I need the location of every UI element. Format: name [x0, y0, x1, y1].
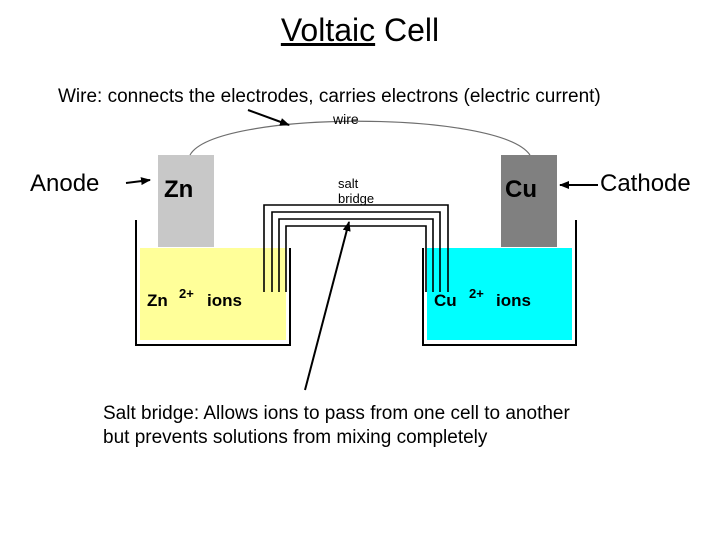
salt-bridge-label-line1: salt: [338, 176, 359, 191]
salt-bridge-core: [285, 225, 427, 292]
title-voltaic: Voltaic: [280, 12, 376, 48]
zn-ion-word: ions: [207, 291, 242, 310]
cu-electrode: [501, 155, 557, 247]
page-title: Voltaic Cell: [0, 12, 720, 49]
zn-electrode-label: Zn: [164, 176, 193, 203]
wire: [189, 120, 531, 156]
zn-electrode: [158, 155, 214, 247]
anode-arrow: [125, 177, 151, 186]
salt-bridge-description-line1: Salt bridge: Allows ions to pass from on…: [103, 403, 570, 424]
zn-beaker: [135, 220, 291, 346]
cu-ion-word: ions: [496, 291, 531, 310]
anode-label: Anode: [30, 170, 100, 197]
wire-arrow: [247, 109, 290, 126]
cu-electrode-label: Cu: [505, 176, 537, 203]
cu-ion-symbol: Cu: [434, 291, 457, 310]
wire-label: wire: [332, 111, 359, 127]
salt-bridge-arrow: [304, 221, 351, 391]
salt-bridge-label-line2: bridge: [338, 191, 374, 206]
cu-ion-charge: 2+: [469, 286, 484, 301]
cu-solution: [427, 248, 572, 340]
salt-bridge-inner: [278, 218, 434, 292]
cu-beaker: [422, 220, 577, 346]
zn-ion-charge: 2+: [179, 286, 194, 301]
salt-bridge-middle: [271, 211, 441, 292]
salt-bridge-description: Salt bridge: Allows ions to pass from on…: [103, 402, 703, 450]
salt-bridge-description-line2: but prevents solutions from mixing compl…: [103, 427, 488, 448]
cathode-label: Cathode: [600, 170, 691, 197]
wire-description: Wire: connects the electrodes, carries e…: [58, 86, 601, 107]
title-cell: Cell: [375, 12, 440, 48]
salt-bridge-outer: [263, 204, 449, 292]
zn-solution: [140, 248, 286, 340]
zn-ion-symbol: Zn: [147, 291, 168, 310]
